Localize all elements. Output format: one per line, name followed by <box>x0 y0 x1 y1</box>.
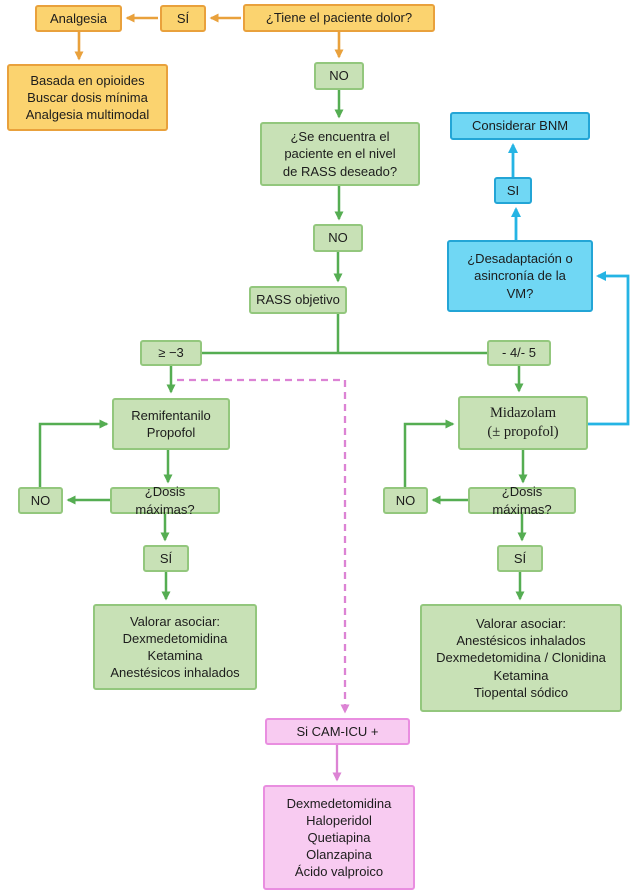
node-si-bnm: SI <box>494 177 532 204</box>
node-delirium-drugs: Dexmedetomidina Haloperidol Quetiapina O… <box>263 785 415 890</box>
node-adjuncts-left: Valorar asociar: Dexmedetomidina Ketamin… <box>93 604 257 690</box>
node-consider-bnm: Considerar BNM <box>450 112 590 140</box>
arrows-bnm-branch <box>508 143 630 426</box>
node-remifentanil-propofol: Remifentanilo Propofol <box>112 398 230 450</box>
node-max-dose-right: ¿Dosis máximas? <box>468 484 576 517</box>
node-adjuncts-right: Valorar asociar: Anestésicos inhalados D… <box>420 604 622 712</box>
node-pain-question: ¿Tiene el paciente dolor? <box>243 4 435 32</box>
node-vm-question: ¿Desadaptación o asincronía de la VM? <box>447 240 593 312</box>
node-rass-minus4-5: - 4/- 5 <box>487 340 551 366</box>
node-analgesia: Analgesia <box>35 5 122 32</box>
node-analgesia-detail: Basada en opioides Buscar dosis mínima A… <box>7 64 168 131</box>
node-no-left: NO <box>18 487 63 514</box>
node-rass-question: ¿Se encuentra el paciente en el nivel de… <box>260 122 420 186</box>
node-rass-gte-minus3: ≥ −3 <box>140 340 202 366</box>
node-si-pain: SÍ <box>160 5 206 32</box>
node-cam-icu: Si CAM-ICU + <box>265 718 410 745</box>
node-si-right: SÍ <box>497 545 543 572</box>
arrows-sedation-branch <box>38 90 528 601</box>
node-max-dose-left: ¿Dosis máximas? <box>110 484 220 517</box>
node-no-pain: NO <box>314 62 364 90</box>
arrows-analgesia-branch <box>74 13 344 61</box>
node-no-right: NO <box>383 487 428 514</box>
arrows-delirium-branch <box>177 378 350 782</box>
node-no-rass: NO <box>313 224 363 252</box>
node-si-left: SÍ <box>143 545 189 572</box>
node-midazolam: Midazolam (± propofol) <box>458 396 588 450</box>
node-rass-target: RASS objetivo <box>249 286 347 314</box>
